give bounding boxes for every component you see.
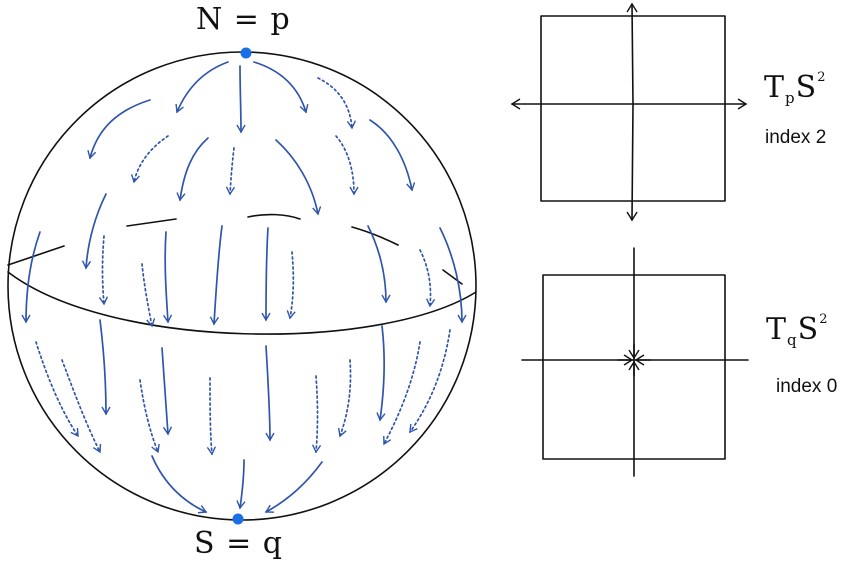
index-p-label: index 2 (765, 127, 827, 148)
flow-arrow (162, 231, 173, 324)
flow-arrow (236, 459, 246, 510)
flow-arrow (317, 77, 357, 130)
flow-arrow (335, 135, 359, 196)
tangent-plane-p (510, 2, 748, 222)
tangent-symbol: T (766, 312, 788, 347)
point-subscript: p (785, 89, 796, 107)
equator-back (7, 213, 463, 285)
flow-arrow (253, 61, 309, 114)
sphere-outline (7, 51, 477, 521)
axis-up-p (626, 2, 638, 105)
tangent-space-q-label: TqS2 (766, 312, 828, 349)
flow-arrow (98, 235, 109, 306)
sphere-symbol: S (795, 70, 818, 105)
flow-arrow (206, 377, 216, 456)
flow-arrow (81, 193, 107, 270)
flow-arrow (176, 137, 209, 202)
flow-arrow (139, 379, 160, 454)
flow-arrow (21, 231, 41, 324)
tangent-plane-q (521, 247, 749, 477)
axis-down-p (626, 103, 638, 222)
flow-arrow (141, 263, 156, 328)
flow-arrow (311, 375, 322, 454)
north-label: N = p (196, 2, 291, 37)
flow-arrow (130, 135, 169, 184)
flow-arrow (419, 249, 436, 308)
flow-arrow (376, 325, 386, 422)
flow-arrow (409, 329, 451, 434)
south-point (232, 513, 244, 525)
flow-arrow (161, 347, 173, 436)
dimension-superscript: 2 (819, 312, 829, 327)
flow-arrow (286, 251, 296, 320)
flow-arrow (209, 225, 223, 326)
flow-arrow (383, 341, 421, 446)
flow-arrow (367, 225, 391, 304)
flow-arrow (265, 345, 275, 442)
south-label: S = q (194, 526, 283, 561)
flow-arrow (369, 119, 416, 192)
flow-arrow (99, 319, 111, 416)
flow-arrow (87, 99, 151, 160)
point-subscript: q (787, 331, 798, 349)
flow-arrow (35, 341, 79, 438)
flow-field (21, 61, 467, 514)
flow-arrow (337, 359, 352, 438)
tangent-space-p-label: TpS2 (764, 70, 826, 107)
flow-arrow (175, 61, 229, 114)
tangent-symbol: T (764, 70, 786, 105)
dimension-superscript: 2 (817, 70, 827, 85)
sphere (7, 51, 477, 521)
tangent-square-p (540, 15, 726, 202)
flow-arrow (261, 227, 271, 322)
index-q-label: index 0 (776, 376, 838, 397)
north-point (240, 47, 252, 59)
flow-arrow (439, 227, 467, 324)
flow-arrow (151, 455, 208, 514)
sphere-symbol: S (797, 312, 820, 347)
flow-arrow (61, 359, 102, 454)
flow-arrow (225, 147, 236, 196)
flow-arrow (236, 65, 246, 134)
flow-arrow (275, 139, 322, 216)
flow-arrow (264, 461, 323, 513)
equator-front (7, 271, 477, 335)
